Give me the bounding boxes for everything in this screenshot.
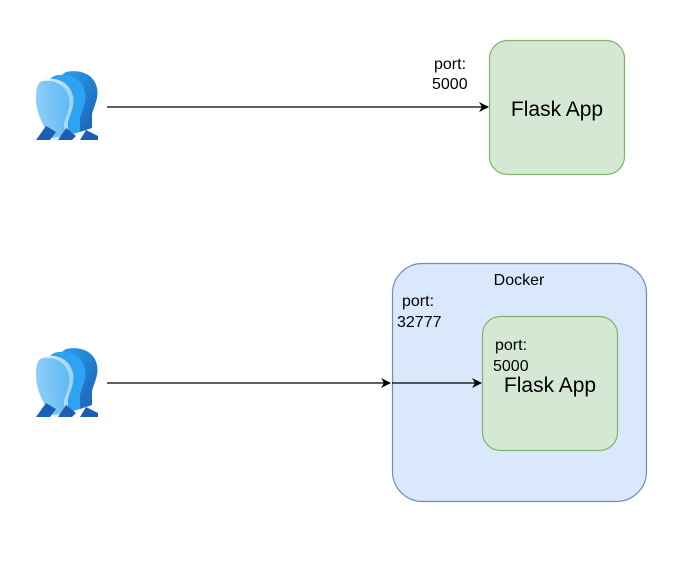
users-icon-top bbox=[36, 71, 98, 140]
outer-port-label-line2: 32777 bbox=[397, 314, 442, 331]
port-label-top-line2: 5000 bbox=[432, 76, 468, 93]
inner-port-label-line1: port: bbox=[495, 337, 527, 354]
flask-app-box-top bbox=[488, 39, 626, 176]
port-label-top-line1: port: bbox=[434, 56, 466, 73]
users-icon-bottom bbox=[36, 348, 98, 417]
flask-app-box-bottom bbox=[481, 315, 619, 452]
flask-app-label-bottom: Flask App bbox=[504, 374, 596, 397]
inner-port-label-line2: 5000 bbox=[493, 358, 529, 375]
docker-label: Docker bbox=[494, 272, 545, 289]
flask-app-label-top: Flask App bbox=[511, 98, 603, 121]
outer-port-label-line1: port: bbox=[402, 293, 434, 310]
